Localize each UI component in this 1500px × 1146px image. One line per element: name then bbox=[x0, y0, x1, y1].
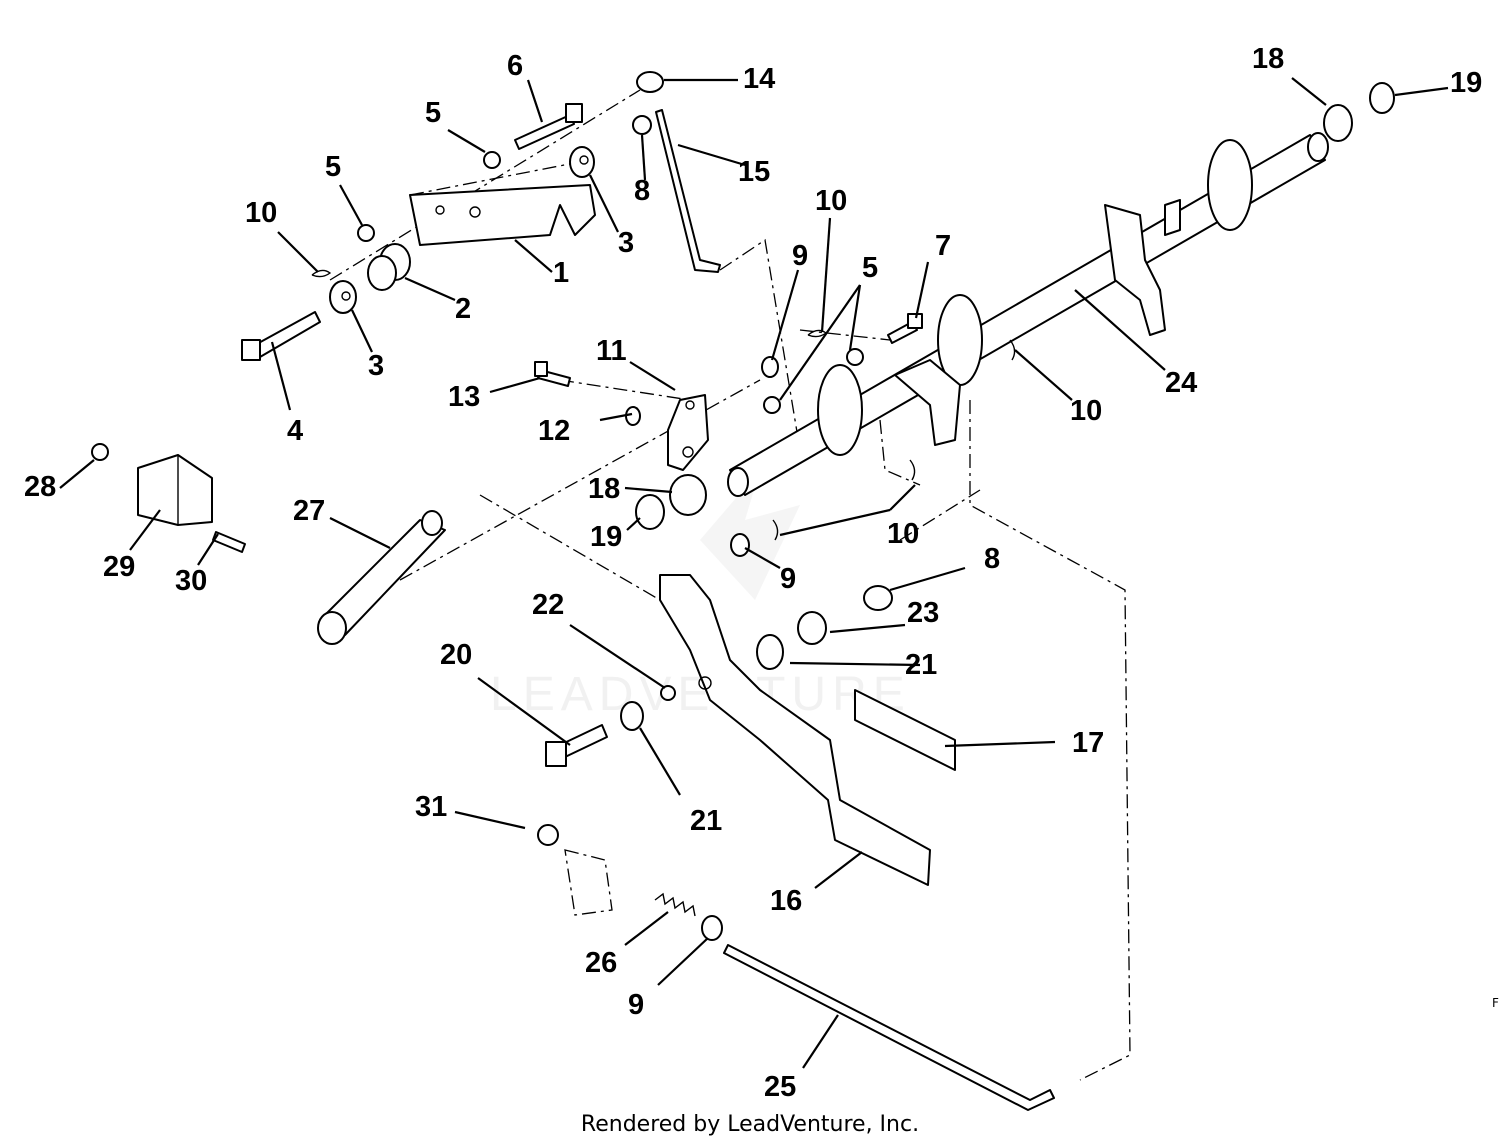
part-20-bolt bbox=[545, 724, 608, 767]
callout-9: 9 bbox=[628, 989, 644, 1021]
callout-2: 2 bbox=[455, 293, 471, 325]
callout-4: 4 bbox=[287, 415, 303, 447]
callout-5: 5 bbox=[425, 97, 441, 129]
callout-20: 20 bbox=[440, 639, 472, 671]
callout-10: 10 bbox=[1070, 395, 1102, 427]
part-19-rings bbox=[635, 82, 1395, 530]
part-30-screw bbox=[212, 531, 246, 553]
part-25-rod bbox=[723, 944, 1055, 1111]
callout-17: 17 bbox=[1072, 727, 1104, 759]
callout-3: 3 bbox=[618, 227, 634, 259]
callout-10: 10 bbox=[245, 197, 277, 229]
callout-31: 31 bbox=[415, 791, 447, 823]
callout-labels: 1 2 3 3 4 5 5 5 6 7 8 8 9 9 9 10 10 10 1… bbox=[24, 43, 1482, 1103]
callout-25: 25 bbox=[764, 1071, 796, 1103]
callout-24: 24 bbox=[1165, 367, 1197, 399]
callout-6: 6 bbox=[507, 50, 523, 82]
callout-9: 9 bbox=[780, 563, 796, 595]
callout-16: 16 bbox=[770, 885, 802, 917]
part-16-pedal-lever bbox=[659, 574, 931, 886]
part-7-bolt bbox=[887, 313, 923, 344]
callout-11: 11 bbox=[596, 335, 627, 367]
callout-13: 13 bbox=[448, 381, 480, 413]
callout-28: 28 bbox=[24, 471, 56, 503]
callout-12: 12 bbox=[538, 415, 570, 447]
part-29-relay bbox=[137, 454, 213, 526]
part-6-bolt bbox=[514, 103, 583, 150]
callout-18: 18 bbox=[588, 473, 620, 505]
part-1-bracket bbox=[409, 184, 596, 246]
part-15-rod bbox=[655, 109, 721, 273]
part-14-swivel bbox=[636, 71, 664, 93]
part-26-spring bbox=[654, 892, 696, 917]
corner-mark: F bbox=[1492, 996, 1499, 1010]
callout-26: 26 bbox=[585, 947, 617, 979]
callout-29: 29 bbox=[103, 551, 135, 583]
part-13-bolt bbox=[534, 361, 571, 387]
callout-10: 10 bbox=[887, 518, 919, 550]
callout-9: 9 bbox=[792, 240, 808, 272]
part-3-washers bbox=[329, 146, 595, 314]
callout-18: 18 bbox=[1252, 43, 1284, 75]
callout-15: 15 bbox=[738, 156, 770, 188]
callout-8: 8 bbox=[634, 175, 650, 207]
callout-5: 5 bbox=[862, 252, 878, 284]
part-9-washers bbox=[701, 356, 779, 941]
callout-8: 8 bbox=[984, 543, 1000, 575]
part-31-nut bbox=[537, 824, 559, 846]
callout-10: 10 bbox=[815, 185, 847, 217]
callout-7: 7 bbox=[935, 230, 951, 262]
part-27-handle bbox=[317, 510, 446, 645]
part-4-bolt bbox=[241, 311, 321, 361]
callout-3: 3 bbox=[368, 350, 384, 382]
part-10-pins bbox=[311, 269, 1016, 541]
part-2-spacer bbox=[367, 243, 411, 291]
watermark-logo: LEADVENTURE bbox=[490, 470, 911, 721]
callout-27: 27 bbox=[293, 495, 325, 527]
part-22-nut bbox=[660, 685, 676, 701]
part-11-switch-bracket bbox=[667, 394, 709, 471]
callout-19: 19 bbox=[1450, 67, 1482, 99]
part-5-nuts bbox=[357, 151, 864, 414]
part-23-washer bbox=[797, 611, 827, 645]
part-18-bearings bbox=[669, 104, 1353, 516]
callout-19: 19 bbox=[590, 521, 622, 553]
watermark-text: LEADVENTURE bbox=[490, 668, 911, 721]
callout-5: 5 bbox=[325, 151, 341, 183]
callout-21: 21 bbox=[690, 805, 722, 837]
callout-22: 22 bbox=[532, 589, 564, 621]
part-8-nuts bbox=[632, 115, 893, 611]
part-12-washer bbox=[625, 406, 641, 426]
footer-credit: Rendered by LeadVenture, Inc. bbox=[580, 1112, 920, 1137]
part-28-nut bbox=[91, 443, 109, 461]
callout-14: 14 bbox=[743, 63, 775, 95]
part-21-bushings bbox=[620, 634, 784, 731]
callout-23: 23 bbox=[907, 597, 939, 629]
gear-sector bbox=[564, 849, 613, 916]
part-17-pedal-pad bbox=[854, 689, 956, 771]
leader-lines bbox=[59, 77, 1449, 1069]
part-24-cross-shaft bbox=[727, 132, 1329, 497]
callout-21: 21 bbox=[905, 649, 937, 681]
callout-1: 1 bbox=[553, 257, 569, 289]
callout-30: 30 bbox=[175, 565, 207, 597]
